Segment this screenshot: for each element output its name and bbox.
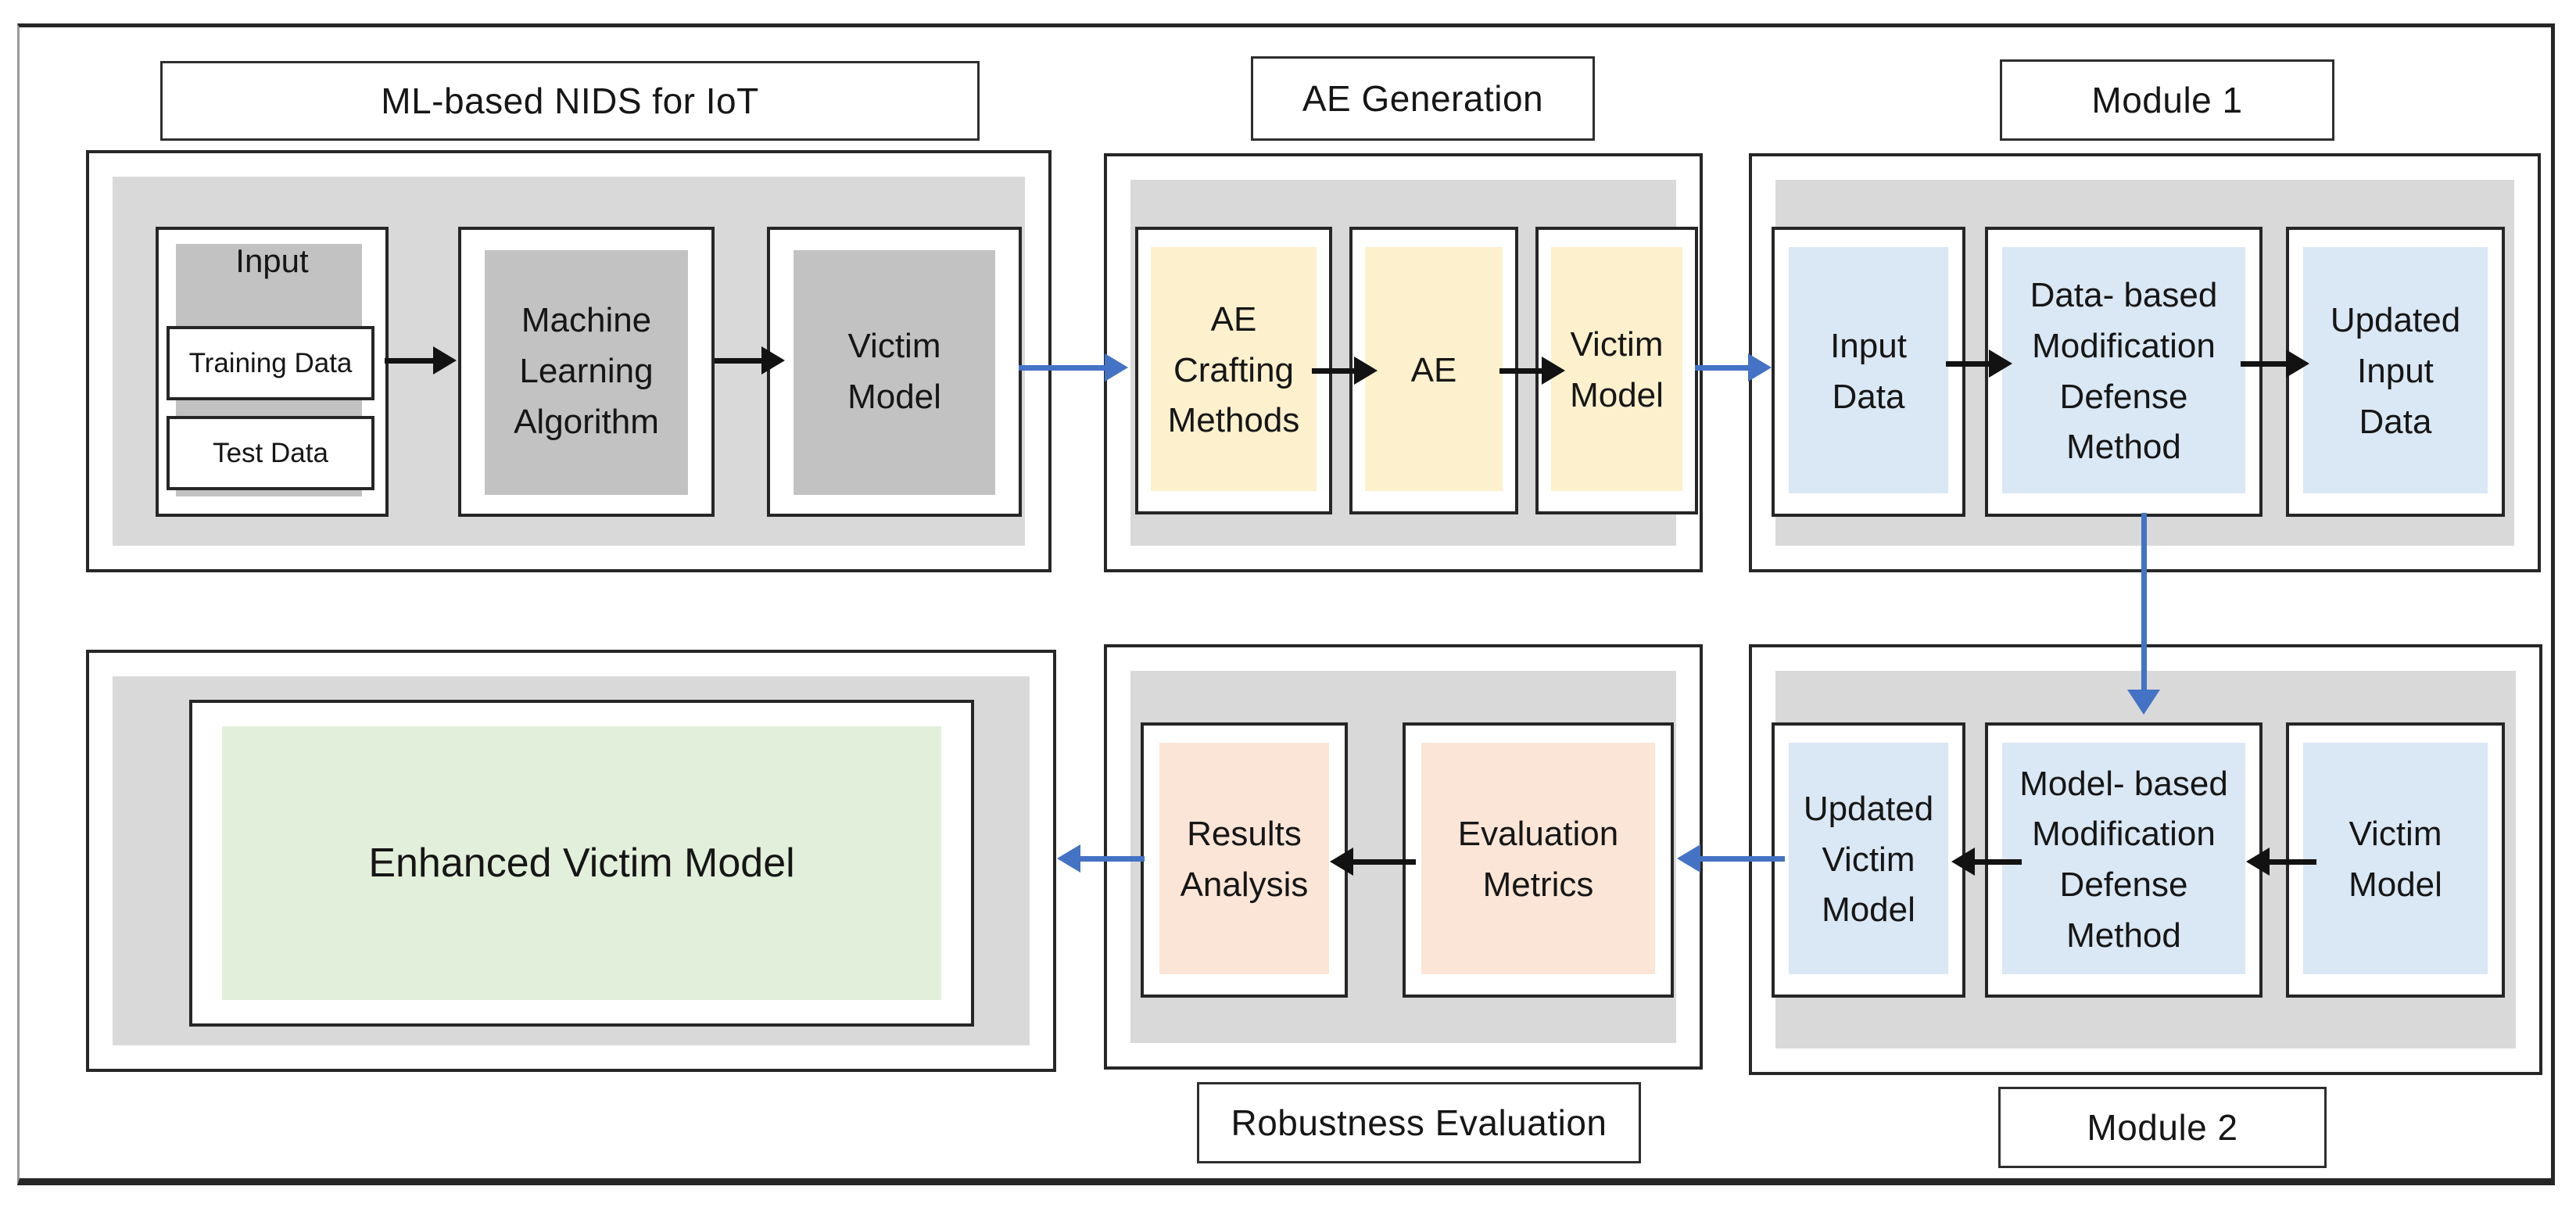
nids-victim-model-box: Victim Model [767,227,1022,517]
section-robustness: Results Analysis Evaluation Metrics [1104,644,1703,1070]
module2-victim-model-label: Victim Model [2348,815,2442,904]
updated-input-fill [2303,247,2488,493]
section-ae-generation: AE Crafting Methods AE Victim Model [1104,153,1703,572]
section-module-1: Input Data Data- based Modification Defe… [1749,153,2541,572]
title-robustness-evaluation: Robustness Evaluation [1197,1082,1641,1163]
test-data-box: Test Data [167,416,374,490]
ml-algorithm-fill [485,250,688,495]
module2-victim-model-box: Victim Model [2286,722,2505,998]
model-defense-box: Model- based Modification Defense Method [1985,722,2263,998]
training-data-box: Training Data [167,326,374,400]
updated-input-box: Updated Input Data [2286,227,2505,517]
ml-algorithm-box: Machine Learning Algorithm [458,227,715,517]
input-data-box: Input Data [1772,227,1965,517]
ae-box: AE [1349,227,1518,514]
arrow-metrics-to-results [1330,844,1416,879]
arrow-inputdata-to-defense [1946,346,2012,381]
section-module-2: Updated Victim Model Model- based Modifi… [1749,644,2542,1075]
ml-algorithm-label: Machine Learning Algorithm [514,301,659,441]
updated-victim-fill [1789,743,1948,974]
data-defense-fill [2002,247,2245,493]
module2-victim-model-fill [2303,743,2488,974]
input-group-box: Input Training Data Test Data [156,227,389,517]
ae-label: AE [1410,350,1457,389]
input-data-fill [1789,247,1948,493]
evaluation-metrics-box: Evaluation Metrics [1403,722,1674,998]
arrow-victim-to-modeldefense [2246,844,2316,879]
input-data-label: Input Data [1830,326,1907,416]
updated-input-label: Updated Input Data [2330,301,2461,441]
title-module-2: Module 2 [1998,1087,2327,1168]
updated-victim-box: Updated Victim Model [1772,722,1965,998]
enhanced-victim-fill [222,726,941,1000]
title-ml-nids: ML-based NIDS for IoT [160,61,980,141]
updated-victim-label: Updated Victim Model [1803,789,1934,930]
input-group-label: Input [235,242,309,279]
flow-arrow-module2-to-robustness [1677,841,1785,876]
flow-arrow-module1-to-module2 [2126,513,2161,715]
results-analysis-label: Results Analysis [1180,815,1309,904]
enhanced-victim-label: Enhanced Victim Model [368,840,795,886]
data-defense-label: Data- based Modification Defense Method [2030,276,2218,467]
ae-victim-model-label: Victim Model [1570,325,1664,414]
evaluation-metrics-label: Evaluation Metrics [1457,815,1619,904]
nids-victim-model-fill [794,250,995,495]
results-analysis-fill [1159,743,1329,974]
arrow-input-to-algorithm [385,343,457,378]
arrow-crafting-to-ae [1312,353,1378,388]
data-defense-box: Data- based Modification Defense Method [1985,227,2263,517]
ae-crafting-label: AE Crafting Methods [1167,299,1300,440]
ae-crafting-fill [1151,247,1317,491]
nids-victim-model-label: Victim Model [847,326,941,416]
ae-victim-model-fill [1551,247,1682,491]
section-ml-nids: Input Training Data Test Data Machine Le… [86,150,1052,572]
ae-fill [1365,247,1503,491]
model-defense-fill [2002,743,2245,974]
model-defense-label: Model- based Modification Defense Method [2019,764,2228,955]
ae-crafting-box: AE Crafting Methods [1135,227,1332,514]
arrow-ae-to-victim [1499,353,1565,388]
flow-arrow-aegeneration-to-module1 [1695,350,1772,385]
arrow-defense-to-updated [2241,346,2309,381]
evaluation-metrics-fill [1421,743,1655,974]
arrow-modeldefense-to-updatedvictim [1951,844,2022,879]
flow-arrow-nids-to-aegeneration [1019,350,1128,385]
enhanced-victim-box: Enhanced Victim Model [189,700,974,1027]
section-enhanced-victim: Enhanced Victim Model [86,650,1056,1072]
arrow-algorithm-to-victim [715,343,785,378]
title-ae-generation: AE Generation [1251,56,1595,141]
results-analysis-box: Results Analysis [1141,722,1348,998]
title-module-1: Module 1 [2000,59,2334,141]
flow-arrow-robustness-to-enhanced [1057,841,1145,876]
